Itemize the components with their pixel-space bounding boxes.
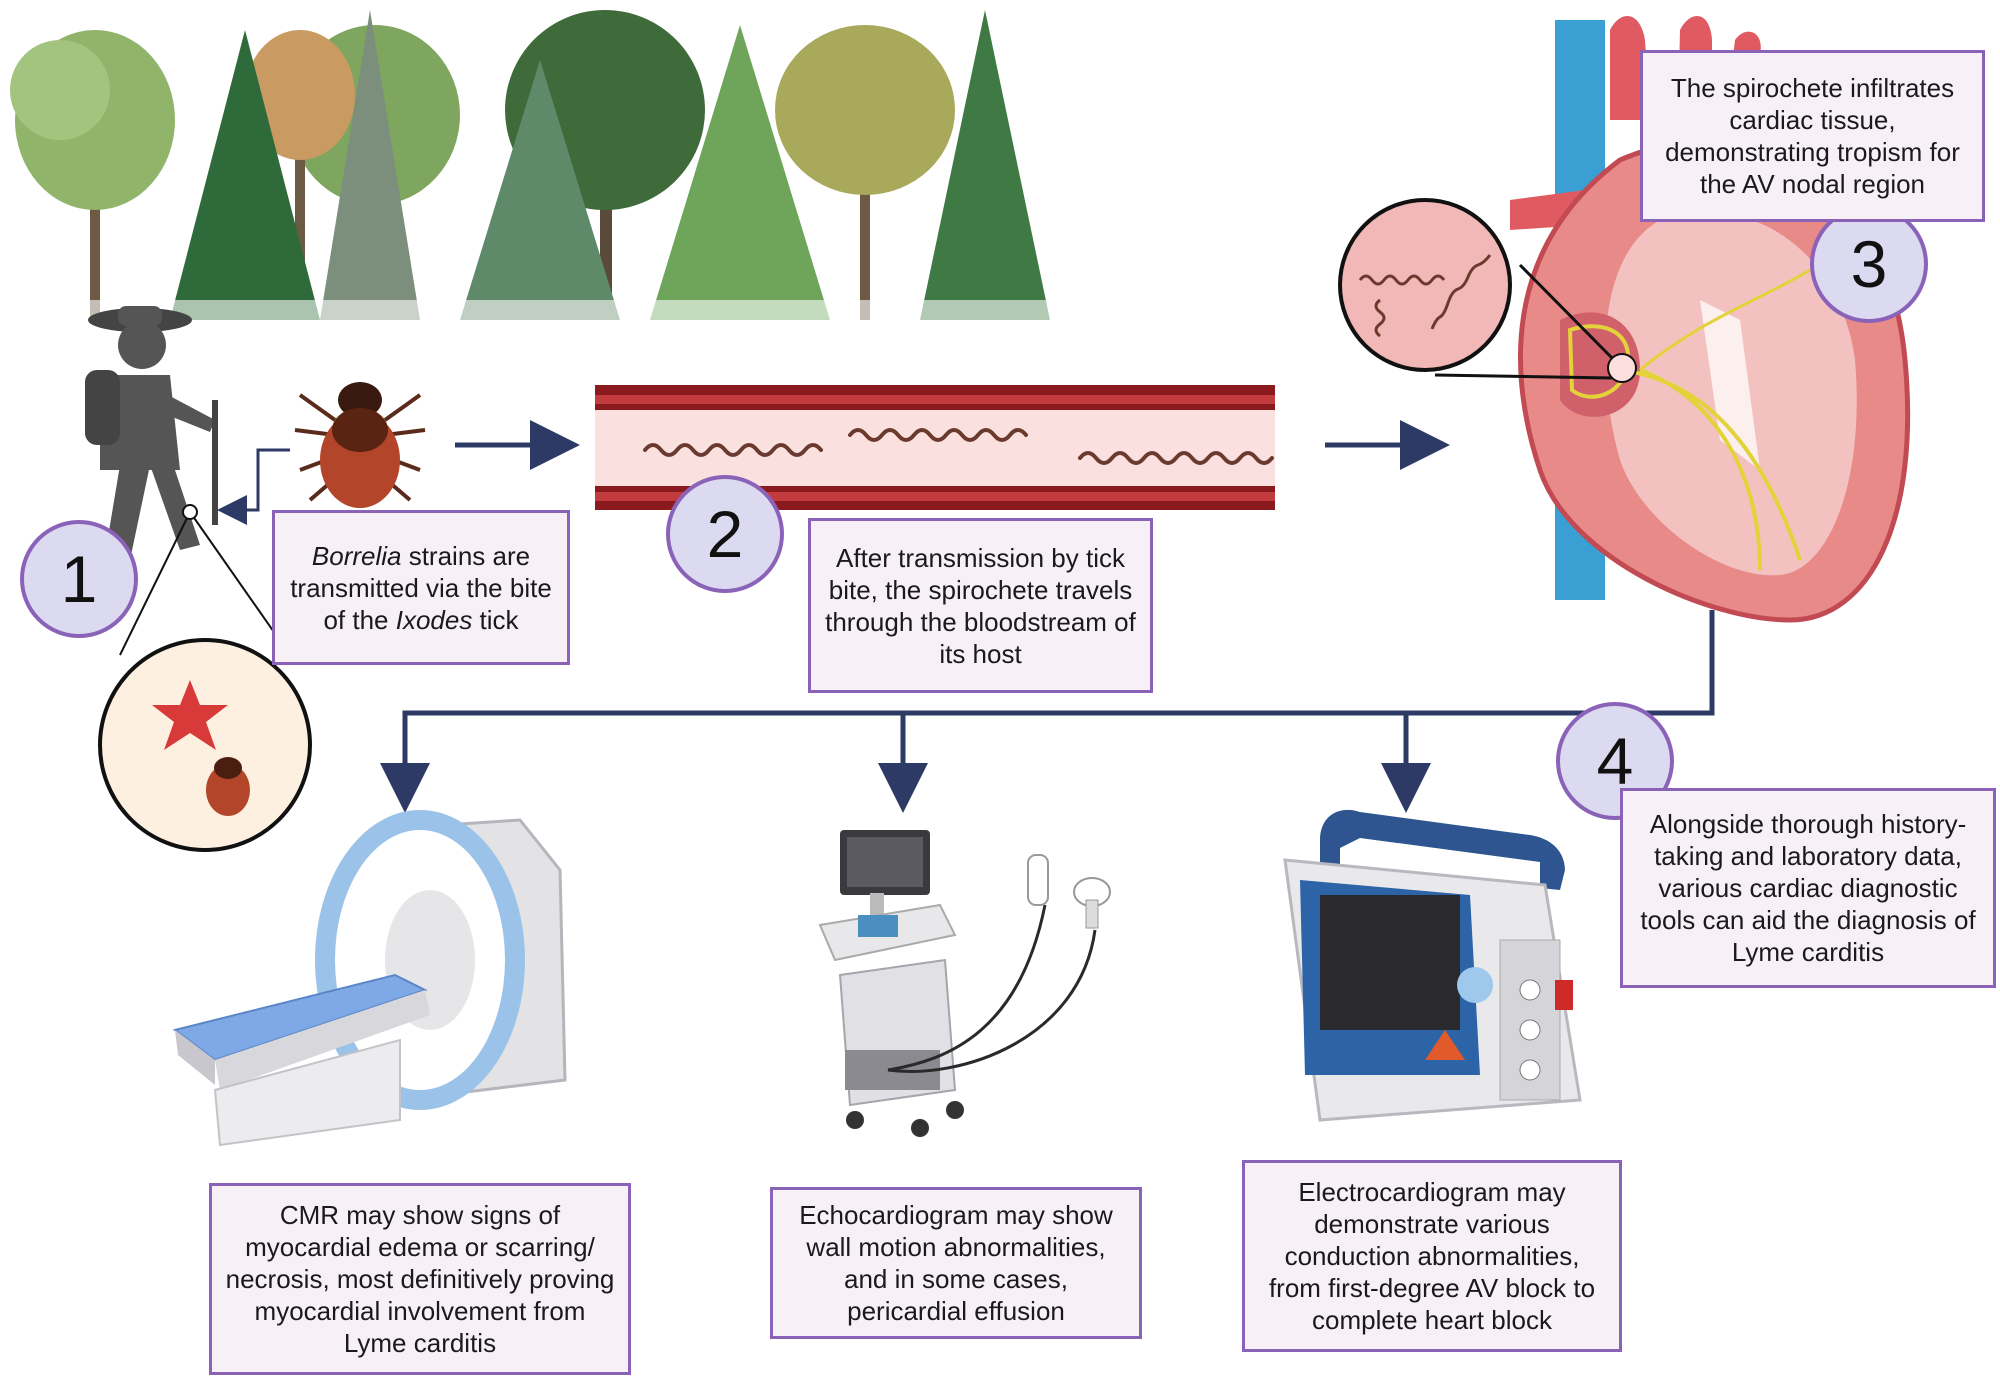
caption-electrocardiogram: Electrocardiogram may demonstrate variou…: [1242, 1160, 1622, 1352]
step-2-circle: 2: [666, 475, 784, 593]
caption-diagnosis: Alongside thorough history-taking and la…: [1620, 788, 1996, 988]
caption-italic-vector: Ixodes: [395, 604, 473, 635]
step-number: 4: [1596, 724, 1634, 798]
mri-scanner-icon: [172, 810, 567, 1147]
step-number: 2: [706, 497, 744, 571]
caption-heart-infiltration: The spirochete infiltrates cardiac tissu…: [1640, 50, 1985, 222]
caption-bloodstream: After transmission by tick bite, the spi…: [808, 518, 1153, 693]
caption-text: Echocardiogram may show wall motion abno…: [799, 1200, 1113, 1326]
caption-text: strains are transmitted via the bite of …: [290, 540, 552, 635]
caption-text: tick: [472, 604, 519, 635]
ultrasound-machine-icon: [818, 830, 1111, 1137]
caption-text: Alongside thorough history-taking and la…: [1640, 809, 1976, 967]
step-4-circle: 4: [1556, 702, 1674, 820]
caption-echocardiogram: Echocardiogram may show wall motion abno…: [770, 1187, 1142, 1339]
spirochete-magnifier-icon: [1338, 198, 1614, 380]
bite-magnifier-icon: [98, 504, 312, 852]
forest-icon: [0, 10, 1060, 322]
caption-text: Electrocardiogram may demonstrate variou…: [1268, 1177, 1596, 1335]
caption-cmr: CMR may show signs of myocardial edema o…: [209, 1183, 631, 1375]
step-number: 3: [1850, 227, 1888, 301]
ecg-monitor-icon: [1283, 809, 1582, 1122]
caption-italic-genus: Borrelia: [311, 540, 402, 571]
step-3-circle: 3: [1810, 205, 1928, 323]
caption-text: After transmission by tick bite, the spi…: [825, 542, 1136, 669]
caption-text: CMR may show signs of myocardial edema o…: [225, 1200, 615, 1358]
step-1-circle: 1: [20, 520, 138, 638]
step-number: 1: [60, 542, 98, 616]
caption-tick-transmission: Borrelia strains are transmitted via the…: [272, 510, 570, 665]
caption-text: The spirochete infiltrates cardiac tissu…: [1665, 73, 1960, 199]
blood-vessel-icon: [595, 385, 1275, 510]
tick-icon: [294, 382, 426, 508]
